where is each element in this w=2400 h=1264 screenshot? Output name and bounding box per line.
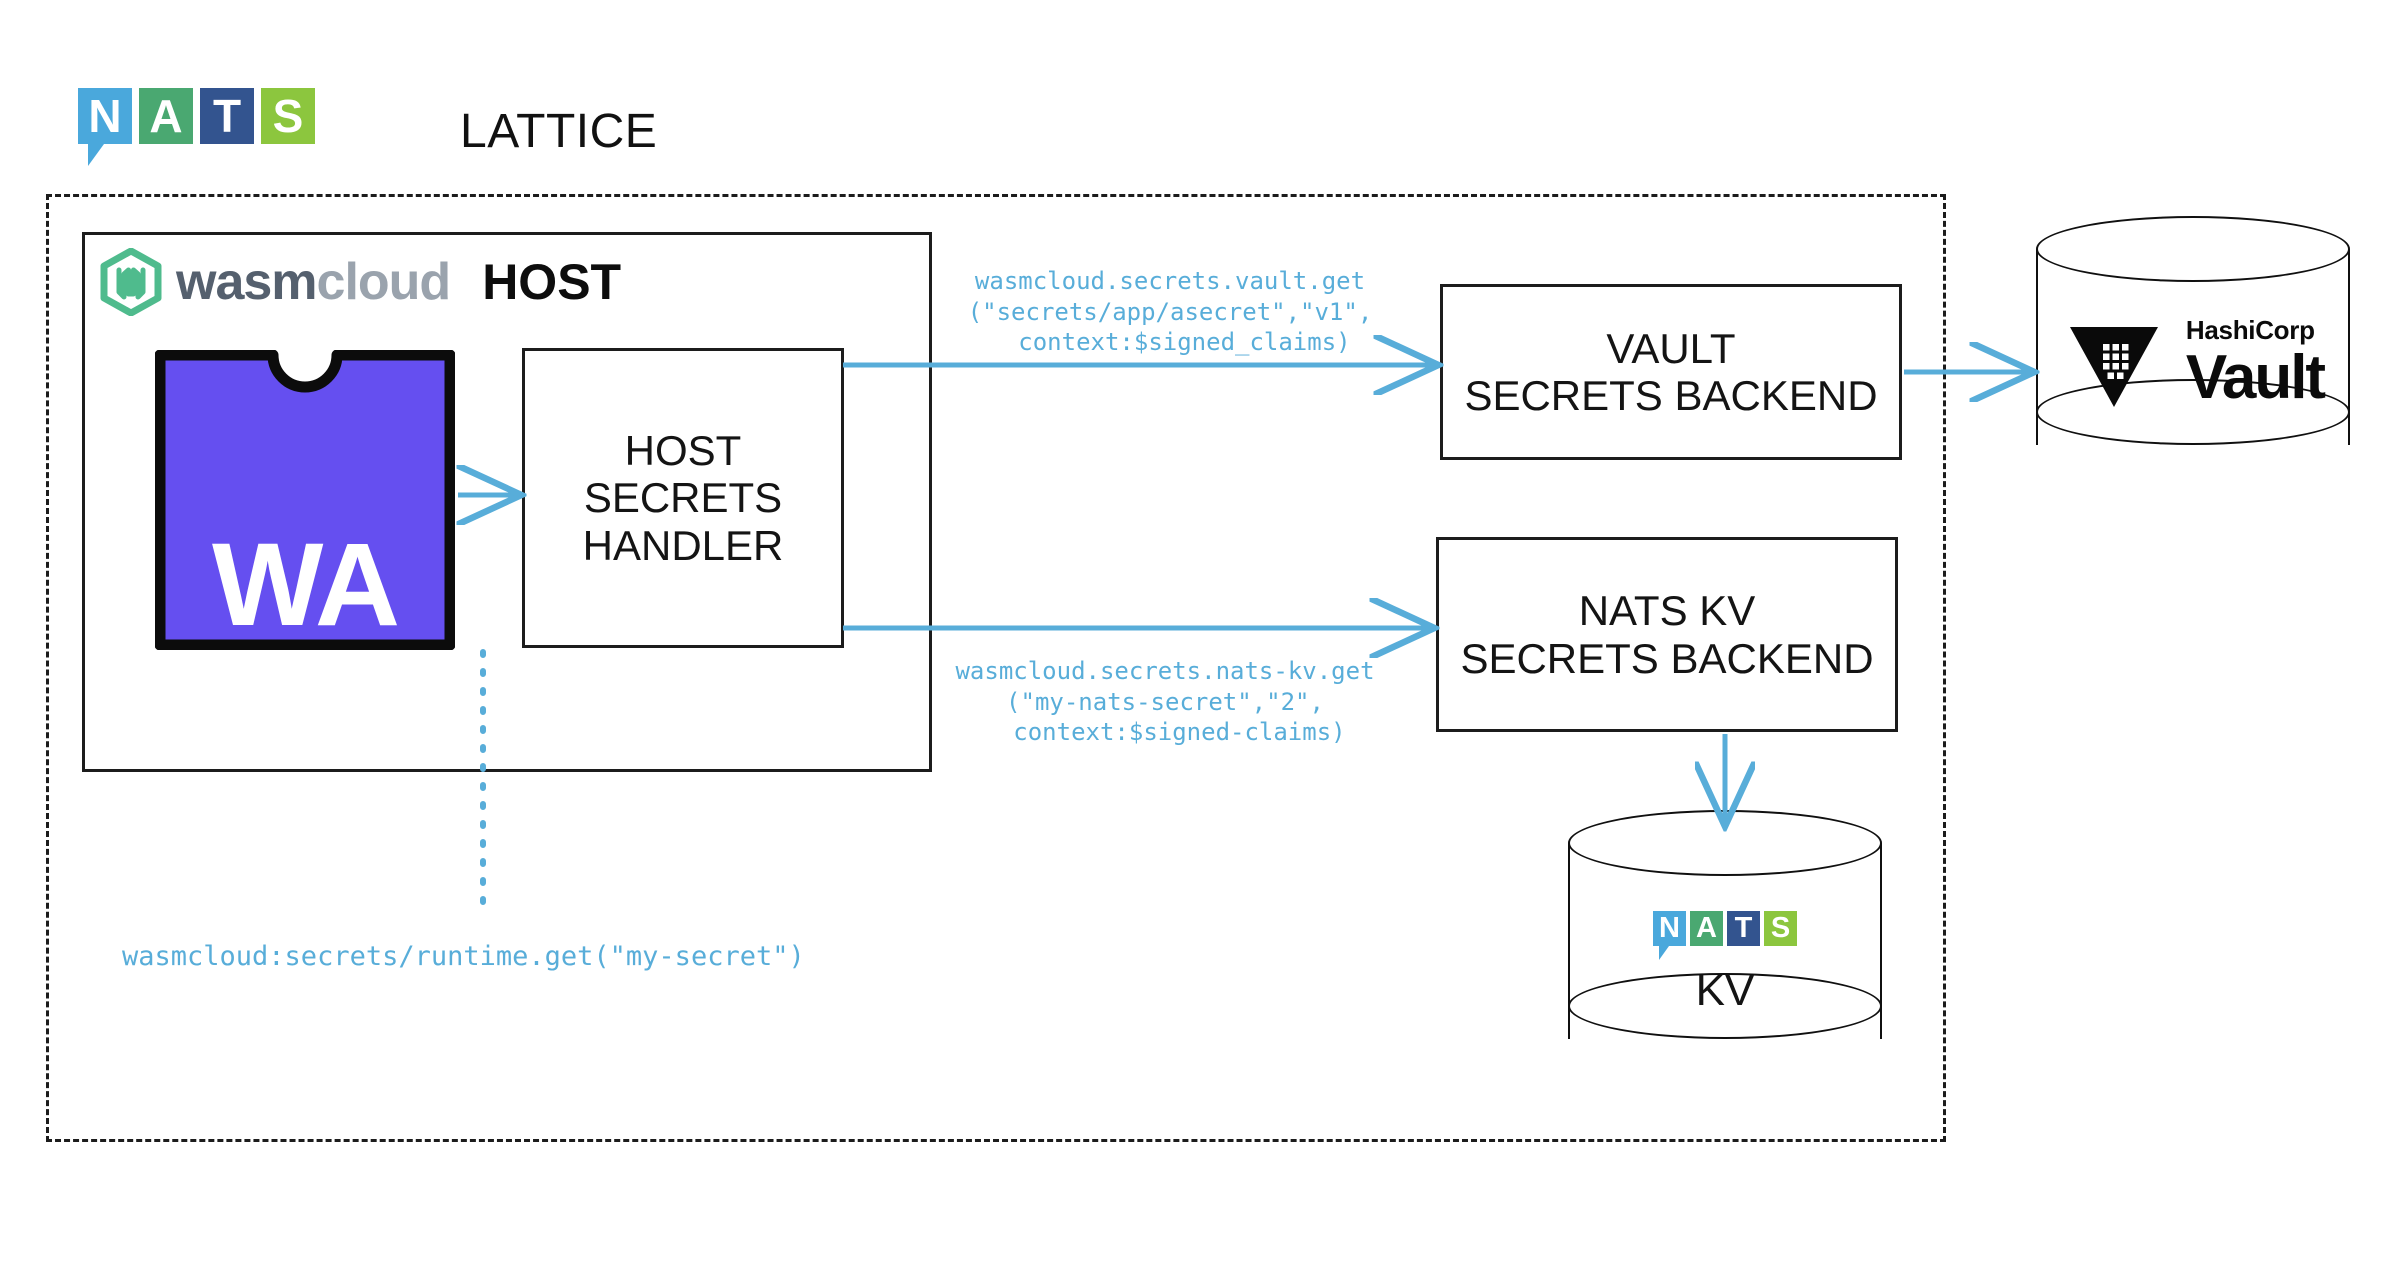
host-title: HOST [482,254,622,310]
wasmcloud-brand-cloud: cloud [316,253,452,311]
natskv-square-n-letter: N [1659,911,1680,944]
wasmcloud-host-header: wasmcloud HOST [100,247,622,317]
natskv-square-t: T [1727,910,1760,946]
vault-secrets-backend-box [1440,284,1902,460]
natskv-square-t-letter: T [1734,911,1753,944]
vault-cylinder-bottom [2036,379,2350,445]
nats-square-t-letter: T [212,90,242,142]
vault-cylinder-content: HashiCorp Vault [2036,308,2350,418]
wasmcloud-brand-wasm: wasm [176,253,318,311]
vault-call-label: wasmcloud.secrets.vault.get ("secrets/ap… [967,267,1373,357]
vault-secrets-backend-line-1: VAULT [1606,324,1736,372]
nats-kv-logo: N A T S [1653,910,1797,960]
host-secrets-handler-line-2: SECRETS [583,474,783,522]
hashicorp-vendor-name: HashiCorp [2185,315,2315,345]
webassembly-component: WA [154,349,456,651]
vault-secrets-backend-line-2: SECRETS BACKEND [1464,372,1878,419]
host-secrets-handler-line-1: HOST [624,427,742,475]
wasmcloud-hexagon-icon [100,247,162,317]
hashicorp-vault-store: HashiCorp Vault [2036,216,2350,478]
nats-kv-secrets-backend-line-1: NATS KV [1578,587,1756,635]
natskv-cylinder-content: N A T S KV [1568,888,1882,1038]
natskv-cylinder-bottom [1568,973,1882,1039]
host-secrets-handler-label: HOST SECRETS HANDLER [522,348,844,648]
vault-cylinder-top [2036,216,2350,282]
nats-square-n-letter: N [88,90,122,142]
natskv-call-label: wasmcloud.secrets.nats-kv.get ("my-nats-… [955,657,1375,747]
hashicorp-vault-logo: HashiCorp Vault [2062,311,2326,415]
hashicorp-vault-icon [2062,311,2166,415]
natskv-square-s: S [1764,910,1797,946]
hashicorp-vault-wordmark: HashiCorp Vault [2185,315,2326,412]
vault-secrets-backend-label: VAULT SECRETS BACKEND [1440,284,1902,460]
wasmcloud-brand: wasmcloud [176,252,452,312]
nats-kv-store: N A T S KV [1568,810,1882,1072]
natskv-square-s-letter: S [1770,911,1791,944]
natskv-square-a: A [1690,910,1723,946]
nats-square-a-letter: A [149,90,183,142]
nats-kv-store-label: KV [1695,965,1755,1015]
nats-square-s-letter: S [272,90,304,142]
nats-kv-secrets-backend-line-2: SECRETS BACKEND [1460,634,1874,682]
runtime-call-label: wasmcloud:secrets/runtime.get("my-secret… [122,941,805,972]
natskv-speech-tail-icon [1658,945,1677,960]
lattice-boundary [46,194,1946,1142]
nats-square-t: T [200,88,254,144]
nats-lattice-logo: N A T S [78,88,315,166]
nats-speech-tail-icon [87,144,116,166]
lattice-title: LATTICE [460,105,658,158]
nats-square-s: S [261,88,315,144]
nats-square-n: N [78,88,132,166]
webassembly-component-label: WA [211,519,400,651]
host-secrets-handler-line-3: HANDLER [582,521,784,569]
vault-product-name: Vault [2185,343,2326,412]
natskv-square-a-letter: A [1696,911,1717,944]
nats-kv-secrets-backend-box [1436,537,1898,732]
natskv-square-n: N [1653,910,1686,960]
host-secrets-handler-box [522,348,844,648]
nats-kv-secrets-backend-label: NATS KV SECRETS BACKEND [1436,537,1898,732]
nats-square-a: A [139,88,193,144]
natskv-cylinder-top [1568,810,1882,876]
